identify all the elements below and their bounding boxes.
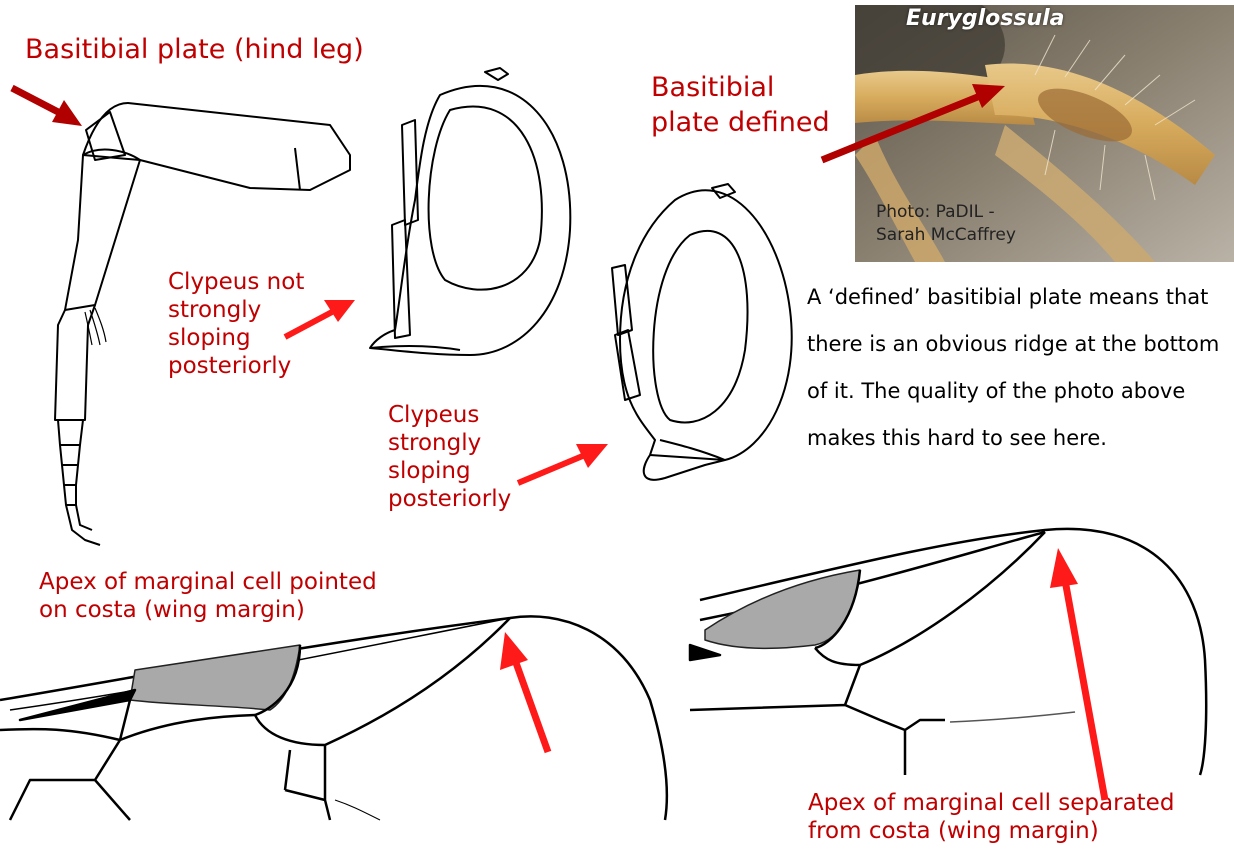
- arrow-clypeus-strong: [518, 444, 608, 483]
- head-drawing-clypeus-not-sloping: [370, 68, 570, 355]
- wing-drawing-separated: [690, 529, 1206, 775]
- arrow-apex-pointed: [500, 632, 548, 752]
- marginal-cell-shaded: [130, 645, 300, 710]
- head-drawing-clypeus-strongly-sloping: [612, 184, 792, 480]
- arrow-clypeus-not: [285, 300, 355, 337]
- arrow-basitibial-defined: [822, 84, 1005, 160]
- arrow-apex-separated: [1050, 548, 1105, 800]
- arrow-basitibial-hind-leg: [12, 88, 82, 126]
- wing-drawing-pointed: [0, 616, 667, 820]
